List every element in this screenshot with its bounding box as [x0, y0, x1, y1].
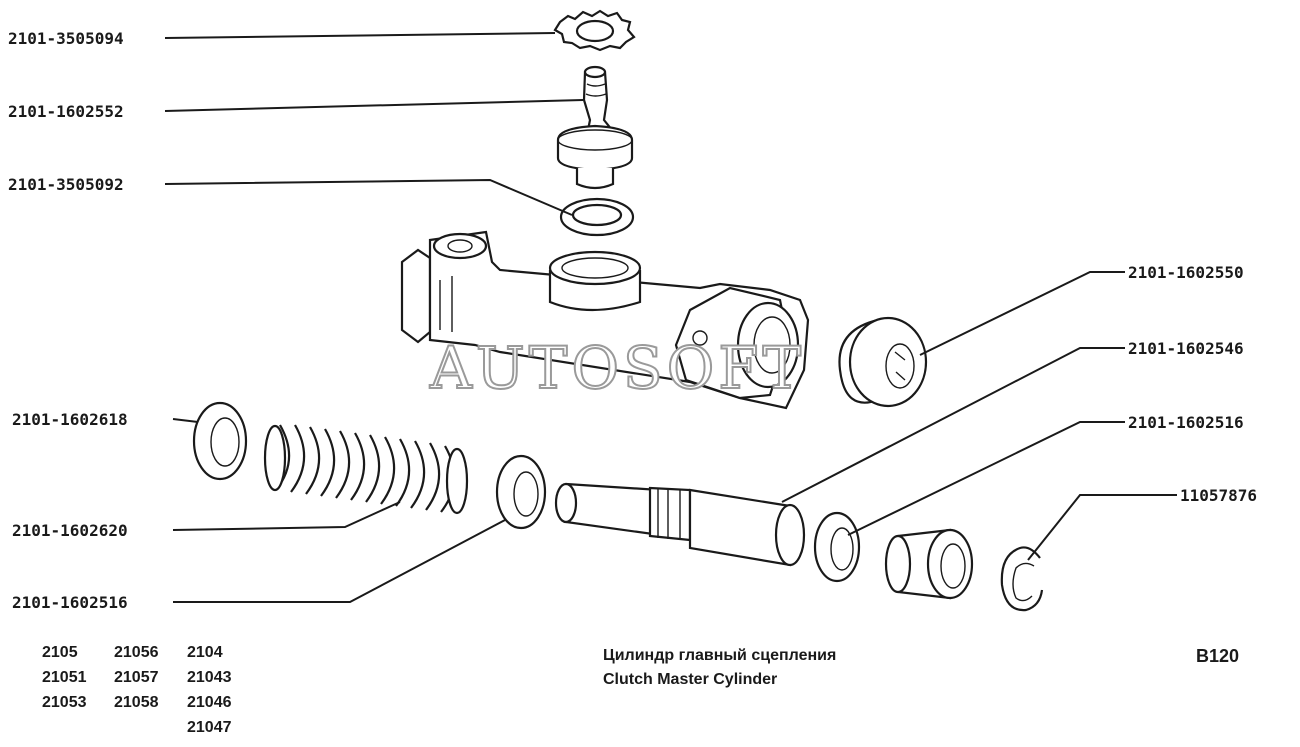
fitting-gasket-part [559, 197, 635, 237]
model-col3-item: 21043 [187, 669, 232, 686]
model-col2-item: 21056 [114, 644, 159, 661]
label-retaining-ring: 11057876 [1180, 486, 1257, 505]
retaining-ring-part [1000, 546, 1044, 612]
spring-washer-part [192, 401, 248, 481]
label-fitting-gasket: 2101-3505092 [8, 175, 124, 194]
plug-upper-part [838, 316, 928, 408]
label-plug-upper: 2101-1602550 [1128, 263, 1244, 282]
label-seal-right: 2101-1602516 [1128, 413, 1244, 432]
model-col1-item: 2105 [42, 644, 78, 661]
label-piston: 2101-1602546 [1128, 339, 1244, 358]
lock-washer-part [553, 9, 636, 52]
label-spring: 2101-1602620 [12, 521, 128, 540]
title-english: Clutch Master Cylinder [603, 671, 777, 688]
label-seal-left: 2101-1602516 [12, 593, 128, 612]
seal-left-part [495, 454, 547, 530]
model-list: 2105 21051 21053 21056 21057 21058 2104 … [42, 644, 232, 736]
model-col2-item: 21058 [114, 694, 159, 711]
watermark-text: AUTOSOFT [429, 334, 805, 402]
model-col2-item: 21057 [114, 669, 159, 686]
seal-right-part [813, 511, 861, 583]
leader-lines [164, 32, 1177, 603]
piston-part [554, 482, 806, 567]
title-russian: Цилиндр главный сцепления [603, 647, 836, 664]
model-col3-item: 21046 [187, 694, 232, 711]
model-col3-item: 2104 [187, 644, 223, 661]
cylinder-body-part [400, 230, 810, 410]
spring-part [263, 424, 469, 515]
label-hose-fitting: 2101-1602552 [8, 102, 124, 121]
hose-fitting-part [556, 65, 634, 190]
figure-code: B120 [1196, 646, 1239, 666]
label-lock-washer: 2101-3505094 [8, 29, 124, 48]
bushing-part [884, 528, 974, 600]
model-col3-item: 21047 [187, 719, 232, 736]
label-spring-washer: 2101-1602618 [12, 410, 128, 429]
model-col1-item: 21053 [42, 694, 87, 711]
model-col1-item: 21051 [42, 669, 87, 686]
